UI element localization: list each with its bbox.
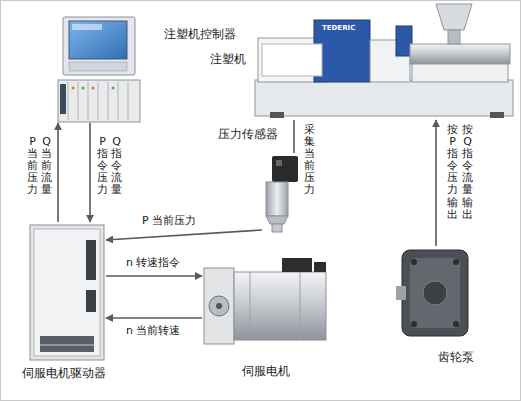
equipment-node: 压力传感器 xyxy=(262,153,302,233)
servo-motor-figure xyxy=(204,258,326,344)
controller-figure xyxy=(58,17,140,122)
signal-label: 按 P 指令压力输出 xyxy=(447,124,458,221)
equipment-node: 伺服电机 xyxy=(202,256,328,346)
gear-pump-figure xyxy=(396,250,468,336)
signal-label: Q 当前流量 xyxy=(41,136,52,196)
equipment-name: 注塑机 xyxy=(210,52,246,66)
servo-drive-figure xyxy=(30,225,104,360)
signal-label: P 当前压力 xyxy=(140,214,198,227)
signal-label: 采集当前压力 xyxy=(304,124,315,197)
brand-mark: TEDERIC xyxy=(320,24,357,32)
equipment-name: 压力传感器 xyxy=(218,127,278,141)
equipment-name: 注塑机控制器 xyxy=(164,27,236,41)
signal-arrow xyxy=(106,317,202,319)
signal-arrow xyxy=(57,123,59,222)
equipment-node: 齿轮泵 xyxy=(398,246,472,340)
signal-label: P 当前压力 xyxy=(27,136,38,196)
signal-arrow xyxy=(106,230,262,240)
signal-arrow xyxy=(293,120,295,153)
equipment-name: 伺服电机 xyxy=(242,364,290,378)
signal-arrow xyxy=(435,120,437,246)
signal-arrow xyxy=(106,275,202,277)
injection-machine-figure xyxy=(255,4,513,118)
equipment-node: 注塑机控制器 xyxy=(58,15,140,123)
signal-label: n 当前转速 xyxy=(124,324,182,337)
signal-label: Q 指令流量 xyxy=(111,136,122,196)
signal-label: P 指令压力 xyxy=(97,136,108,196)
pressure-sensor-figure xyxy=(266,156,298,232)
equipment-node: 伺服电机驱动器 xyxy=(28,222,106,362)
equipment-name: 伺服电机驱动器 xyxy=(22,366,106,380)
equipment-node: 注塑机 xyxy=(252,2,516,120)
signal-label: 按 Q 指令流量输出 xyxy=(462,124,473,221)
signal-arrow xyxy=(89,123,91,222)
equipment-name: 齿轮泵 xyxy=(438,350,474,364)
signal-label: n 转速指令 xyxy=(124,256,182,269)
